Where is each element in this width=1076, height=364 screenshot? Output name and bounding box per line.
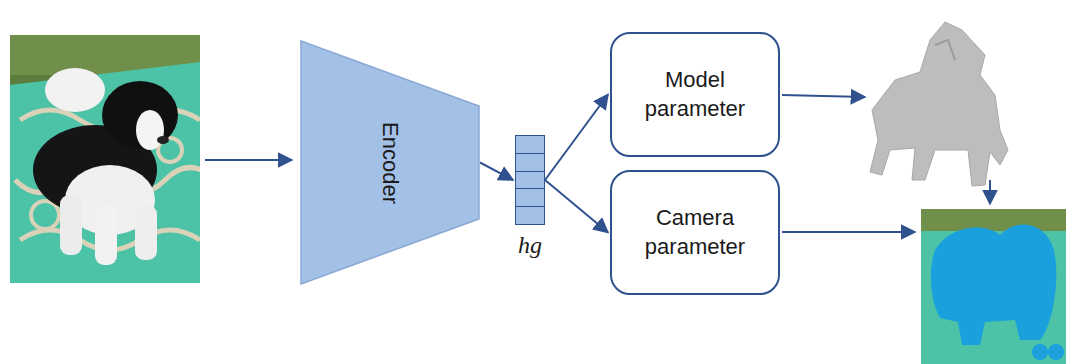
feature-vector: hg: [515, 135, 545, 225]
arrow-connector: [480, 163, 513, 181]
mesh-arrow: [782, 95, 865, 97]
input-arrow: [205, 159, 292, 161]
render-arrow: [989, 180, 991, 204]
arrow-connector: [545, 95, 608, 181]
box-label: Camera parameter: [635, 204, 755, 261]
arrow-connector: [545, 180, 608, 233]
vector-cell-divider: [516, 171, 544, 172]
encoder-trapezoid: Encoder: [300, 40, 480, 285]
node-label: Encoder: [377, 122, 403, 204]
process-box: Camera parameter: [610, 170, 780, 295]
vector-label: hg: [518, 232, 542, 259]
dog-photo: [10, 35, 200, 283]
box-label: Model parameter: [635, 66, 755, 123]
vector-cell-divider: [516, 153, 544, 154]
process-box: Model parameter: [610, 32, 780, 157]
dog-mesh: [870, 22, 1008, 186]
overlay-image: [921, 209, 1066, 364]
vector-cell-divider: [516, 188, 544, 189]
render-arrow: [782, 231, 915, 233]
vector-cell-divider: [516, 206, 544, 207]
